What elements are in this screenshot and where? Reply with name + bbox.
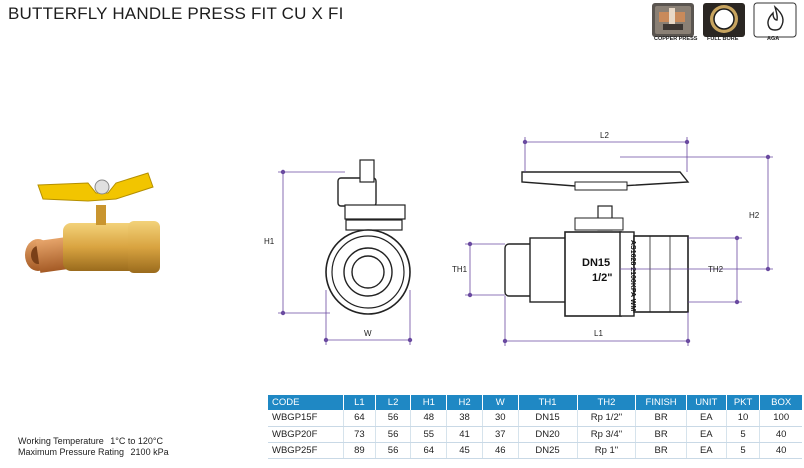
side-view bbox=[504, 171, 690, 317]
col-header: H2 bbox=[446, 395, 483, 410]
cell: DN25 bbox=[518, 442, 578, 459]
cell: EA bbox=[686, 410, 727, 427]
body-thread-label: 1/2" bbox=[592, 272, 613, 284]
cell: BR bbox=[635, 426, 687, 443]
cell: EA bbox=[686, 442, 727, 459]
full-bore-icon bbox=[703, 3, 745, 37]
col-header: TH2 bbox=[577, 395, 637, 410]
dim-h1-label: H1 bbox=[264, 237, 275, 246]
front-view bbox=[325, 159, 411, 315]
dim-th2-label: TH2 bbox=[708, 265, 724, 274]
col-header: BOX bbox=[759, 395, 802, 410]
spec-label: Working Temperature bbox=[18, 436, 104, 446]
cell: 40 bbox=[759, 442, 802, 459]
aga-flame-icon bbox=[753, 2, 797, 38]
cell: 40 bbox=[759, 426, 802, 443]
cell-code: WBGP15F bbox=[268, 410, 345, 427]
cell: 5 bbox=[726, 442, 761, 459]
cell: 10 bbox=[726, 410, 761, 427]
cell: EA bbox=[686, 426, 727, 443]
table-header-row: CODE L1 L2 H1 H2 W TH1 TH2 FINISH UNIT P… bbox=[268, 395, 802, 410]
cell: DN15 bbox=[518, 410, 578, 427]
cell: 55 bbox=[410, 426, 448, 443]
cell: Rp 1" bbox=[577, 442, 637, 459]
cell: BR bbox=[635, 442, 687, 459]
body-size-label: DN15 bbox=[582, 257, 610, 269]
product-photo bbox=[25, 172, 160, 273]
cell: 45 bbox=[446, 442, 483, 459]
table-row: WBGP20F 73 56 55 41 37 DN20 Rp 3/4" BR E… bbox=[268, 426, 802, 443]
cell: 37 bbox=[482, 426, 519, 443]
dim-l1-label: L1 bbox=[594, 329, 603, 338]
badge-label: FULL BORE bbox=[707, 36, 739, 42]
copper-press-badge: COPPER PRESS bbox=[651, 2, 698, 43]
col-header: H1 bbox=[410, 395, 448, 410]
copper-press-icon bbox=[652, 3, 694, 37]
spec-value: 1°C to 120°C bbox=[110, 436, 163, 446]
cell: 56 bbox=[375, 442, 412, 459]
col-header: FINISH bbox=[635, 395, 687, 410]
cell: 38 bbox=[446, 410, 483, 427]
col-header: UNIT bbox=[686, 395, 727, 410]
body-stamp-label: AS1628 2100KPA WM bbox=[629, 240, 636, 311]
cell: BR bbox=[635, 410, 687, 427]
cell: 56 bbox=[375, 426, 412, 443]
spec-working-temperature: Working Temperature 1°C to 120°C bbox=[18, 436, 169, 447]
badge-label: AGA bbox=[767, 36, 780, 42]
cell: Rp 1/2" bbox=[577, 410, 637, 427]
cell: Rp 3/4" bbox=[577, 426, 637, 443]
cell: 89 bbox=[343, 442, 376, 459]
cell-code: WBGP25F bbox=[268, 442, 345, 459]
product-table: CODE L1 L2 H1 H2 W TH1 TH2 FINISH UNIT P… bbox=[268, 395, 802, 459]
col-header: L2 bbox=[375, 395, 412, 410]
dim-th1-label: TH1 bbox=[452, 265, 468, 274]
col-header: CODE bbox=[268, 395, 345, 410]
full-bore-badge: FULL BORE bbox=[702, 2, 746, 43]
spec-max-pressure: Maximum Pressure Rating 2100 kPa bbox=[18, 447, 169, 458]
cell: 56 bbox=[375, 410, 412, 427]
cell: 5 bbox=[726, 426, 761, 443]
col-header: PKT bbox=[726, 395, 761, 410]
dim-l2-label: L2 bbox=[600, 131, 609, 140]
table-row: WBGP15F 64 56 48 38 30 DN15 Rp 1/2" BR E… bbox=[268, 410, 802, 427]
col-header: TH1 bbox=[518, 395, 578, 410]
spec-value: 2100 kPa bbox=[130, 447, 169, 457]
col-header: W bbox=[482, 395, 519, 410]
page-title: BUTTERFLY HANDLE PRESS FIT CU X FI bbox=[8, 4, 344, 23]
cell: 30 bbox=[482, 410, 519, 427]
aga-badge: AGA bbox=[753, 2, 797, 43]
specifications: Working Temperature 1°C to 120°C Maximum… bbox=[18, 436, 169, 458]
cell: 64 bbox=[343, 410, 376, 427]
cell: 100 bbox=[759, 410, 802, 427]
dim-w-label: W bbox=[364, 329, 372, 338]
cell-code: WBGP20F bbox=[268, 426, 345, 443]
table-row: WBGP25F 89 56 64 45 46 DN25 Rp 1" BR EA … bbox=[268, 442, 802, 459]
cell: 73 bbox=[343, 426, 376, 443]
cell: 41 bbox=[446, 426, 483, 443]
dim-h2-label: H2 bbox=[749, 211, 760, 220]
spec-label: Maximum Pressure Rating bbox=[18, 447, 125, 457]
cell: 48 bbox=[410, 410, 448, 427]
badge-label: COPPER PRESS bbox=[654, 36, 698, 42]
col-header: L1 bbox=[343, 395, 376, 410]
cell: DN20 bbox=[518, 426, 578, 443]
certification-badges: COPPER PRESS FULL BORE AGA bbox=[651, 2, 801, 44]
cell: 46 bbox=[482, 442, 519, 459]
cell: 64 bbox=[410, 442, 448, 459]
